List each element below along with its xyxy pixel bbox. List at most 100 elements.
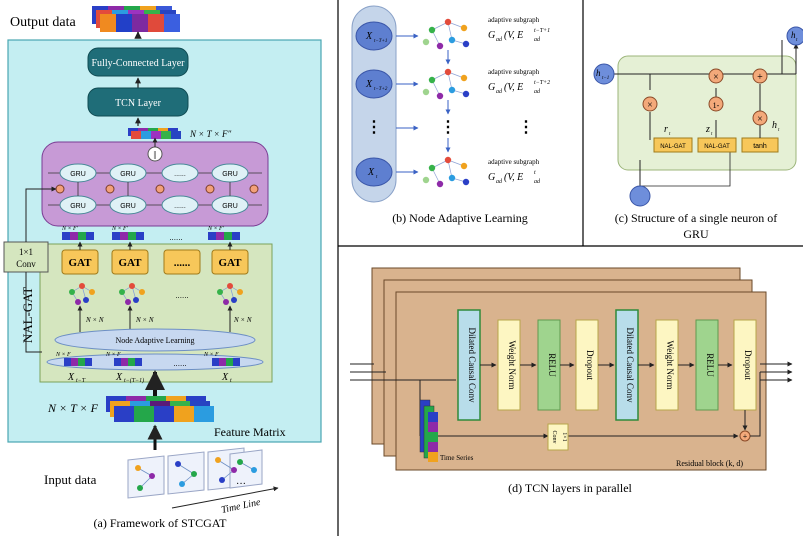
caption-c-2: GRU — [683, 227, 709, 241]
dropout-label: Dropout — [743, 350, 753, 380]
b-x-sub: t — [376, 175, 378, 180]
nxn-label: N × N — [135, 316, 154, 324]
multiply-node — [642, 96, 658, 112]
graph-dots: ...... — [175, 291, 188, 300]
b-graph-3 — [422, 156, 470, 188]
dim-nf: N × F — [105, 352, 121, 358]
x-sub: t−T — [76, 378, 86, 384]
fc-layer — [87, 47, 189, 77]
dim-top-label: N × T × F″ — [189, 129, 231, 139]
b-vdots: ⋮ — [440, 119, 456, 136]
tcn-conv-label: Conv — [551, 430, 557, 443]
x-sub: t — [230, 378, 232, 384]
mini-graph-2 — [119, 283, 145, 305]
gru-cell: GRU — [222, 203, 238, 210]
subgraph-title: adaptive subgraph — [488, 68, 540, 76]
g-body: (V, E — [504, 172, 523, 183]
e-sub: ad — [534, 37, 541, 43]
e-sub: ad — [534, 89, 541, 95]
weight-norm-label: Weight Norm — [507, 340, 517, 389]
x-label: X — [115, 372, 123, 383]
x-input-node — [629, 185, 651, 207]
e-sup: t−T+2 — [534, 80, 550, 86]
gat-label: GAT — [218, 257, 242, 269]
nal-gat-label: NAL-GAT — [660, 144, 686, 150]
h-prev-node — [593, 63, 615, 85]
residual-block-label: Residual block (k, d) — [676, 459, 743, 468]
b-vdots: ⋮ — [366, 119, 382, 136]
input-graph-dots: ··· — [236, 479, 246, 490]
time-series-label: Time Series — [440, 454, 474, 462]
gat-dots: ...... — [174, 257, 191, 269]
neuron-background — [617, 55, 797, 171]
mini-graph-3 — [217, 283, 243, 305]
gru-row-bottom: GRU GRU ...... GRU — [48, 195, 262, 215]
panel-a-framework: Output data Fully-Connected Layer TCN La… — [3, 6, 322, 530]
feature-matrix-label: Feature Matrix — [214, 425, 286, 439]
b-x-sub: t−T+2 — [374, 87, 388, 92]
g-label: G — [488, 30, 495, 41]
multiply-symbol: × — [647, 100, 653, 111]
nal-gat-gate-r — [653, 137, 693, 153]
gat-label: GAT — [68, 257, 92, 269]
panel-b-node-adaptive: X t−T+1 X t−T+2 X t ⋮ ⋮ ⋮ adaptive su — [351, 5, 550, 225]
input-graph-sequence — [127, 447, 263, 499]
gat-label: GAT — [118, 257, 142, 269]
b-x-label: X — [365, 31, 373, 42]
conv-label-2: Conv — [16, 259, 36, 269]
output-tiles — [92, 6, 180, 32]
b-graph-1 — [422, 18, 470, 50]
dim-input: N × T × F — [47, 401, 99, 415]
z-sub: t — [711, 132, 713, 137]
multiply-node — [708, 68, 724, 84]
gru-cell: GRU — [70, 171, 86, 178]
nal-gat-side-label: NAL-GAT — [20, 287, 35, 343]
panel-c-gru-neuron: h t−1 h t × + × × 1- NAL-GAT NAL-GAT tan… — [593, 26, 803, 241]
residual-plus-symbol: + — [743, 432, 748, 441]
e-sup: t — [534, 170, 536, 176]
b-vdots: ⋮ — [518, 119, 534, 136]
g-body: (V, E — [504, 82, 523, 93]
g-sub: ad — [496, 179, 503, 185]
dropout-label: Dropout — [585, 350, 595, 380]
x-label: X — [67, 372, 75, 383]
nal-gat-label: NAL-GAT — [704, 144, 730, 150]
conv-label-1: 1×1 — [19, 247, 33, 257]
g-body: (V, E — [504, 30, 523, 41]
x-label: X — [221, 372, 229, 383]
gru-dots: ...... — [174, 203, 186, 210]
dim-gru-in: N × F′ — [61, 226, 79, 232]
dim-nf: N × F — [203, 352, 219, 358]
g-label: G — [488, 172, 495, 183]
tile-dots: ...... — [169, 233, 182, 242]
b-subgraph-label-2: adaptive subgraph G ad (V, E t−T+2 ad — [488, 68, 550, 95]
caption-a: (a) Framework of STCGAT — [94, 516, 228, 530]
caption-d: (d) TCN layers in parallel — [508, 481, 632, 495]
tcn-layer — [87, 87, 189, 117]
multiply-symbol: × — [757, 114, 763, 125]
subgraph-title: adaptive subgraph — [488, 158, 540, 166]
nal-gat-gate-z — [697, 137, 737, 153]
gru-cell: GRU — [222, 171, 238, 178]
e-sub: ad — [534, 179, 541, 185]
gru-cell: GRU — [70, 203, 86, 210]
h-tilde-sub: t — [778, 128, 780, 133]
x-sub: t−(T−1) — [124, 377, 144, 384]
caption-c-1: (c) Structure of a single neuron of — [615, 211, 778, 225]
multiply-symbol: × — [713, 72, 719, 83]
gat-output-tiles — [62, 232, 240, 240]
nxn-label: N × N — [233, 316, 252, 324]
b-x-label: X — [365, 79, 373, 90]
b-x-sub: t−T+1 — [374, 39, 387, 44]
subgraph-title: adaptive subgraph — [488, 16, 540, 24]
gat-boxes — [61, 249, 249, 275]
input-tiles-row — [64, 358, 240, 366]
dim-nf: N × F — [55, 352, 71, 358]
node-adaptive-label: Node Adaptive Learning — [115, 336, 194, 345]
input-data-label: Input data — [44, 472, 97, 487]
h-tilde: h — [772, 120, 777, 131]
dim-gru-in: N × F′ — [207, 226, 225, 232]
plus-symbol: + — [757, 72, 763, 83]
relu-label: RELU — [547, 353, 557, 377]
